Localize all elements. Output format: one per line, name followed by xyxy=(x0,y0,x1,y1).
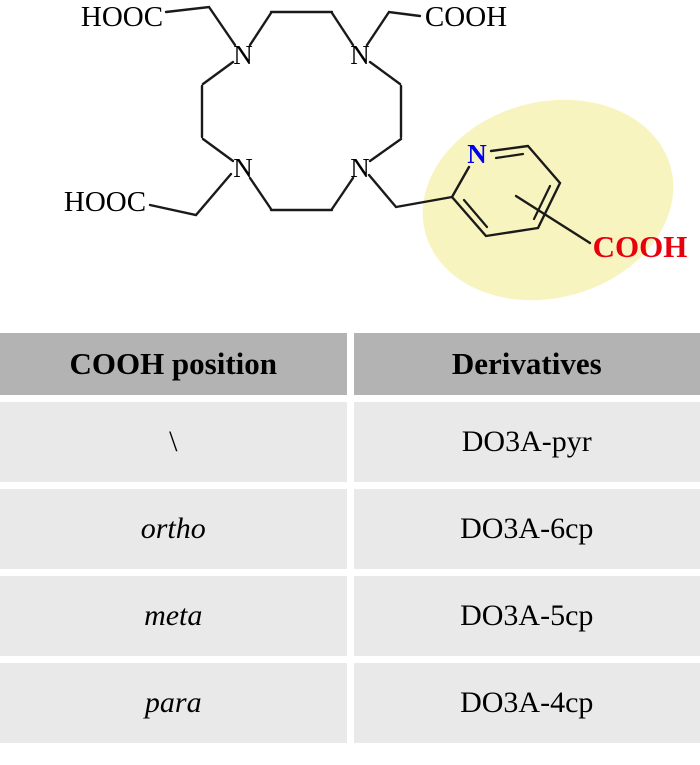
cooh-top-right-label: COOH xyxy=(425,1,507,33)
header-derivatives: Derivatives xyxy=(353,333,700,395)
cooh-position-value: ortho xyxy=(0,489,347,569)
macrocycle-bonds xyxy=(200,10,403,212)
table-header-row: COOH position Derivatives xyxy=(0,333,700,395)
variable-cooh-label: COOH xyxy=(593,229,688,264)
cooh-position-value: meta xyxy=(0,576,347,656)
variable-cooh-bond xyxy=(514,194,592,245)
derivative-value: DO3A-pyr xyxy=(353,402,700,482)
arm-bonds xyxy=(148,5,454,217)
chemical-structure: HOOC COOH HOOC N N N N N COOH xyxy=(0,0,700,330)
nitrogen-top-right-label: N xyxy=(350,40,370,70)
hooc-bottom-left-label: HOOC xyxy=(64,186,146,218)
derivative-value: DO3A-5cp xyxy=(353,576,700,656)
nitrogen-bottom-right-label: N xyxy=(350,153,370,183)
table-row: para DO3A-4cp xyxy=(0,663,700,743)
highlight-ellipse xyxy=(422,99,674,301)
derivatives-table: COOH position Derivatives \ DO3A-pyr ort… xyxy=(0,333,700,743)
table-row: meta DO3A-5cp xyxy=(0,576,700,656)
pyridine-ring-bonds xyxy=(450,144,562,238)
pyridine-nitrogen-label: N xyxy=(467,139,487,169)
hooc-top-left-label: HOOC xyxy=(81,1,163,33)
derivative-value: DO3A-6cp xyxy=(353,489,700,569)
table-row: ortho DO3A-6cp xyxy=(0,489,700,569)
nitrogen-bottom-left-label: N xyxy=(233,153,253,183)
table-row: \ DO3A-pyr xyxy=(0,402,700,482)
structure-svg: HOOC COOH HOOC N N N N N COOH xyxy=(64,1,688,301)
cooh-position-value: \ xyxy=(0,402,347,482)
derivative-value: DO3A-4cp xyxy=(353,663,700,743)
cooh-position-value: para xyxy=(0,663,347,743)
nitrogen-top-left-label: N xyxy=(233,40,253,70)
header-cooh-position: COOH position xyxy=(0,333,347,395)
pyridine-double-bonds xyxy=(462,152,552,229)
